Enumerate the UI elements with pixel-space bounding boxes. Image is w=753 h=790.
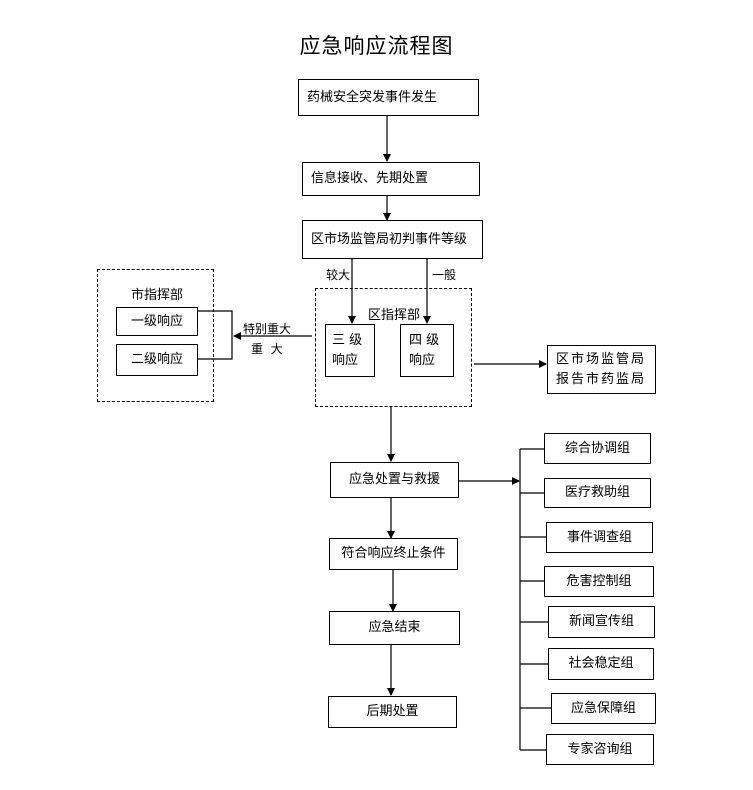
- label-special-major: 特别重大: [243, 322, 292, 336]
- group-box: 新闻宣传组: [548, 606, 655, 638]
- node-level4: 四 级 响应: [400, 324, 454, 377]
- group-box: 应急保障组: [551, 693, 656, 724]
- label-major: 重 大: [251, 342, 283, 356]
- label-larger: 较大: [326, 268, 351, 282]
- district-command-label: 区指挥部: [368, 308, 421, 323]
- node-termination: 符合响应终止条件: [329, 538, 458, 570]
- node-end: 应急结束: [329, 611, 460, 645]
- node-event-occur: 药械安全突发事件发生: [298, 79, 479, 116]
- group-box: 社会稳定组: [548, 648, 654, 680]
- label-general: 一般: [432, 268, 457, 282]
- city-command-container: [97, 269, 214, 402]
- node-district-judge: 区市场监管局初判事件等级: [302, 220, 483, 259]
- node-level3: 三 级 响应: [325, 324, 375, 377]
- group-box: 医疗救助组: [544, 478, 651, 508]
- node-level1: 一级响应: [116, 307, 198, 336]
- city-command-label: 市指挥部: [131, 288, 184, 303]
- node-level2: 二级响应: [116, 344, 198, 376]
- node-rescue: 应急处置与救援: [330, 462, 459, 498]
- node-aftermath: 后期处置: [328, 696, 457, 728]
- group-box: 综合协调组: [544, 433, 651, 464]
- page-title: 应急响应流程图: [299, 34, 454, 58]
- node-report: 区市场监管局 报告市药监局: [547, 345, 656, 394]
- node-info-receive: 信息接收、先期处置: [302, 162, 480, 196]
- group-box: 危害控制组: [544, 566, 654, 597]
- district-command-container: [315, 288, 472, 407]
- group-box: 事件调查组: [546, 522, 653, 553]
- group-box: 专家咨询组: [546, 734, 654, 765]
